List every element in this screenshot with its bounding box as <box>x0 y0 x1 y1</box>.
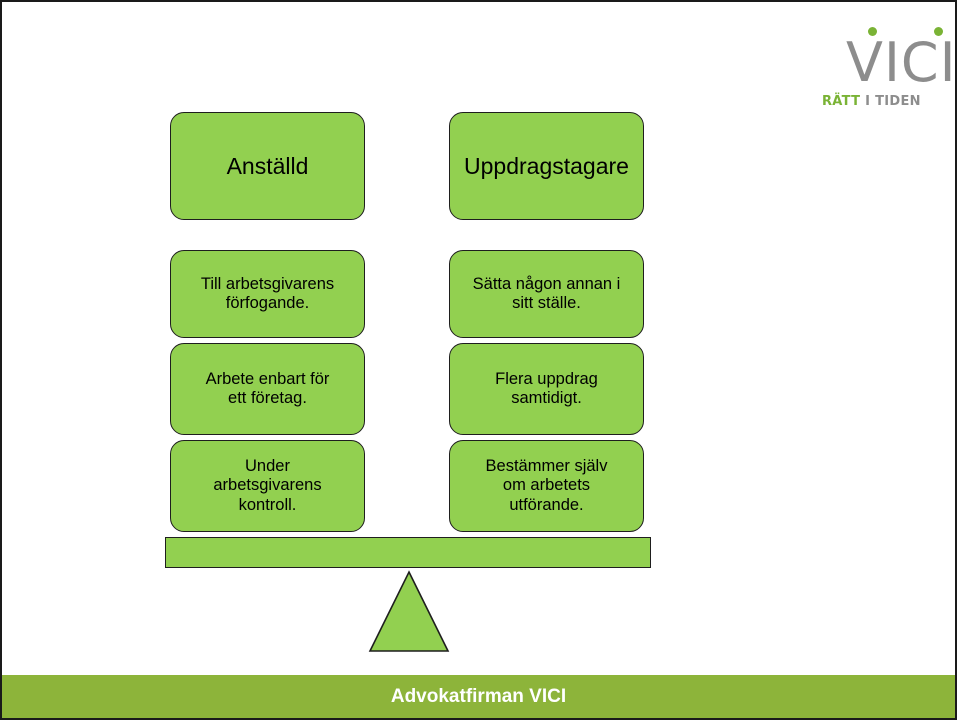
right-item-box-1: Sätta någon annan i sitt ställe. <box>449 250 644 338</box>
left-item-3-line-1: Under <box>245 456 290 475</box>
logo-tagline-part1: RÄTT <box>822 94 861 109</box>
left-item-2-line-1: Arbete enbart för <box>205 369 330 388</box>
right-item-3-line-2: om arbetets <box>502 476 591 495</box>
left-item-2-line-2: ett företag. <box>228 389 307 407</box>
right-header-label: Uppdragstagare <box>464 152 629 179</box>
fulcrum-triangle <box>368 570 450 652</box>
left-header-label: Anställd <box>226 152 309 179</box>
left-item-1-line-1: Till arbetsgivarens <box>200 274 335 293</box>
footer-title: Advokatfirman VICI <box>390 685 567 707</box>
right-item-3-line-1: Bestämmer själv <box>485 456 608 475</box>
left-header-box: Anställd <box>170 112 365 220</box>
right-item-1-line-1: Sätta någon annan i <box>472 274 621 293</box>
right-item-3-line-3: utförande. <box>509 495 584 514</box>
logo-wordmark: VICI <box>846 31 957 94</box>
left-item-3-line-3: kontroll. <box>238 495 297 514</box>
logo-tagline-part2: I TIDEN <box>865 94 921 109</box>
left-item-3-line-2: arbetsgivarens <box>213 476 322 495</box>
right-header-box: Uppdragstagare <box>449 112 644 220</box>
right-item-2-line-2: samtidigt. <box>511 389 582 407</box>
right-item-box-3: Bestämmer själv om arbetets utförande. <box>449 440 644 532</box>
right-item-2-line-1: Flera uppdrag <box>495 369 598 388</box>
left-item-1-line-2: förfogande. <box>225 294 310 312</box>
left-item-box-2: Arbete enbart för ett företag. <box>170 343 365 435</box>
left-item-box-1: Till arbetsgivarens förfogande. <box>170 250 365 338</box>
balance-plank <box>165 537 651 568</box>
footer-bar: Advokatfirman VICI <box>2 675 955 718</box>
right-item-box-2: Flera uppdrag samtidigt. <box>449 343 644 435</box>
left-item-box-3: Under arbetsgivarens kontroll. <box>170 440 365 532</box>
logo-tagline: RÄTT I TIDEN <box>822 94 921 109</box>
logo-dot-right <box>934 27 943 36</box>
vici-logo: VICI RÄTT I TIDEN <box>810 16 957 116</box>
logo-dot-left <box>868 27 877 36</box>
right-item-1-line-2: sitt ställe. <box>512 294 581 312</box>
